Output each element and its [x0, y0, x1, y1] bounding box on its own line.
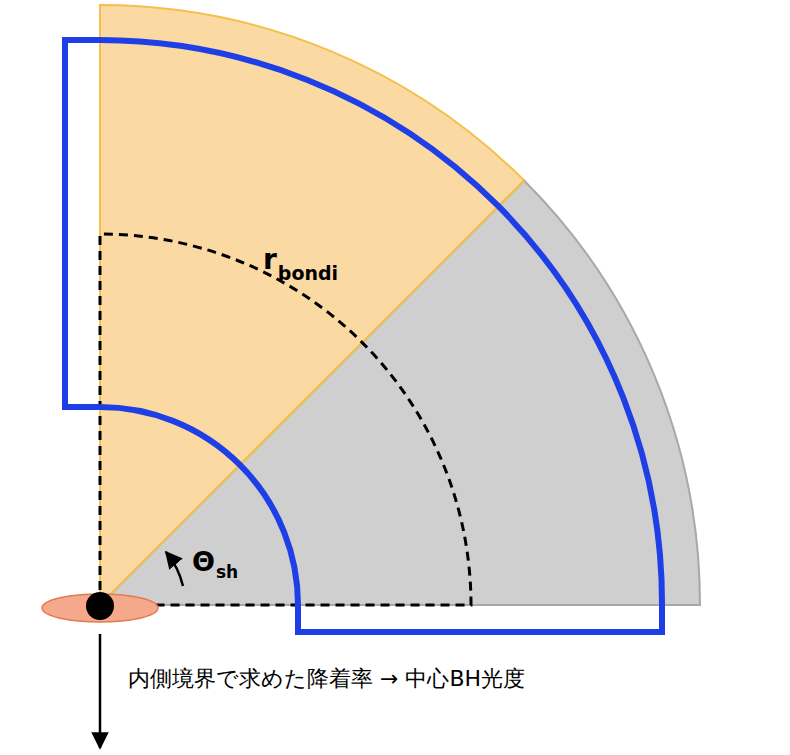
grey-sector: [100, 181, 700, 605]
note-text: 内側境界で求めた降着率 → 中心BH光度: [128, 668, 525, 690]
computational-domain: [65, 40, 662, 632]
output-arrow: [99, 634, 102, 748]
black-hole: [86, 592, 114, 620]
radius-symbol: r: [263, 246, 277, 274]
radius-subscript: bondi: [278, 264, 338, 283]
sector-boundary: [100, 181, 524, 605]
bondi-radius-dashed: [100, 234, 471, 605]
angle-subscript: sh: [216, 564, 238, 581]
angle-arrow: [166, 552, 183, 586]
angle-symbol: Θ: [192, 548, 215, 575]
